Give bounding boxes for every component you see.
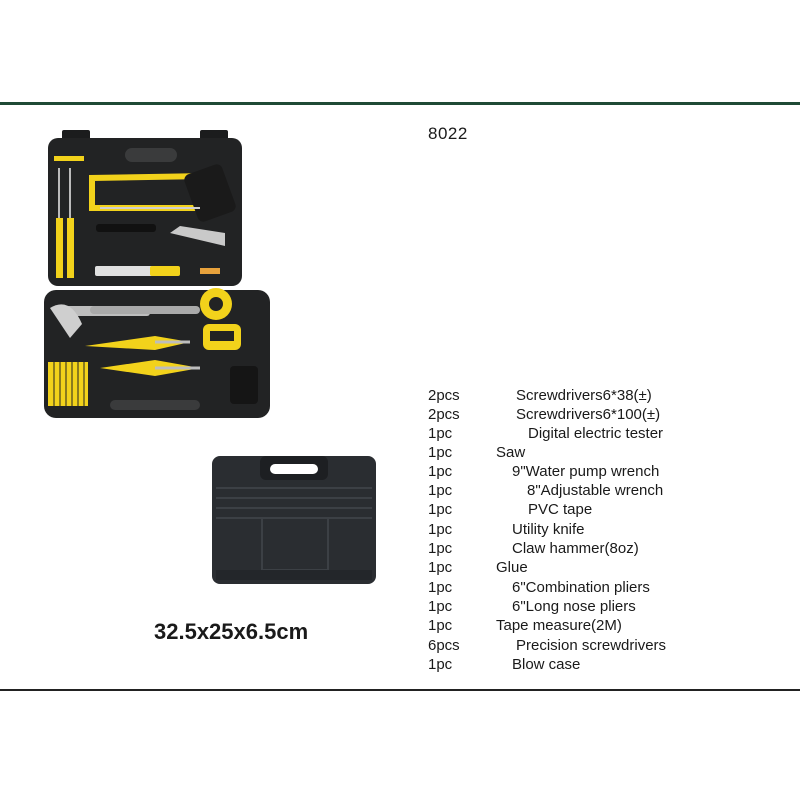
bottom-divider-line <box>0 689 800 691</box>
item-quantity: 1pc <box>428 559 453 576</box>
model-number: 8022 <box>428 124 468 143</box>
item-quantity: 1pc <box>428 617 453 634</box>
item-name: Saw <box>496 444 526 461</box>
item-name: 6"Long nose pliers <box>512 598 636 615</box>
item-name: Precision screwdrivers <box>516 637 667 654</box>
top-divider-line <box>0 102 800 105</box>
open-tool-kit-photo <box>44 130 270 418</box>
item-name: Screwdrivers6*100(±) <box>516 406 661 423</box>
case-dimensions: 32.5x25x6.5cm <box>154 619 309 644</box>
item-name: 9"Water pump wrench <box>512 463 660 480</box>
item-name: PVC tape <box>528 501 593 518</box>
item-name: Claw hammer(8oz) <box>512 540 639 557</box>
item-name: Blow case <box>512 656 581 673</box>
item-name: Tape measure(2M) <box>496 617 622 634</box>
item-name: Glue <box>496 559 528 576</box>
item-quantity: 1pc <box>428 444 453 461</box>
item-quantity: 1pc <box>428 463 453 480</box>
item-quantity: 2pcs <box>428 406 460 423</box>
item-quantity: 1pc <box>428 521 453 538</box>
item-quantity: 2pcs <box>428 387 460 404</box>
item-quantity: 1pc <box>428 425 453 442</box>
item-quantity: 1pc <box>428 598 453 615</box>
item-quantity: 1pc <box>428 482 453 499</box>
item-quantity: 1pc <box>428 501 453 518</box>
item-name: 6"Combination pliers <box>512 579 650 596</box>
item-quantity: 1pc <box>428 540 453 557</box>
item-name: Screwdrivers6*38(±) <box>516 387 652 404</box>
item-name: Utility knife <box>512 521 585 538</box>
item-quantity: 1pc <box>428 656 453 673</box>
item-quantity: 1pc <box>428 579 453 596</box>
item-name: Digital electric tester <box>528 425 664 442</box>
closed-blow-case-photo <box>212 456 376 584</box>
item-name: 8"Adjustable wrench <box>527 482 664 499</box>
item-quantity: 6pcs <box>428 637 460 654</box>
